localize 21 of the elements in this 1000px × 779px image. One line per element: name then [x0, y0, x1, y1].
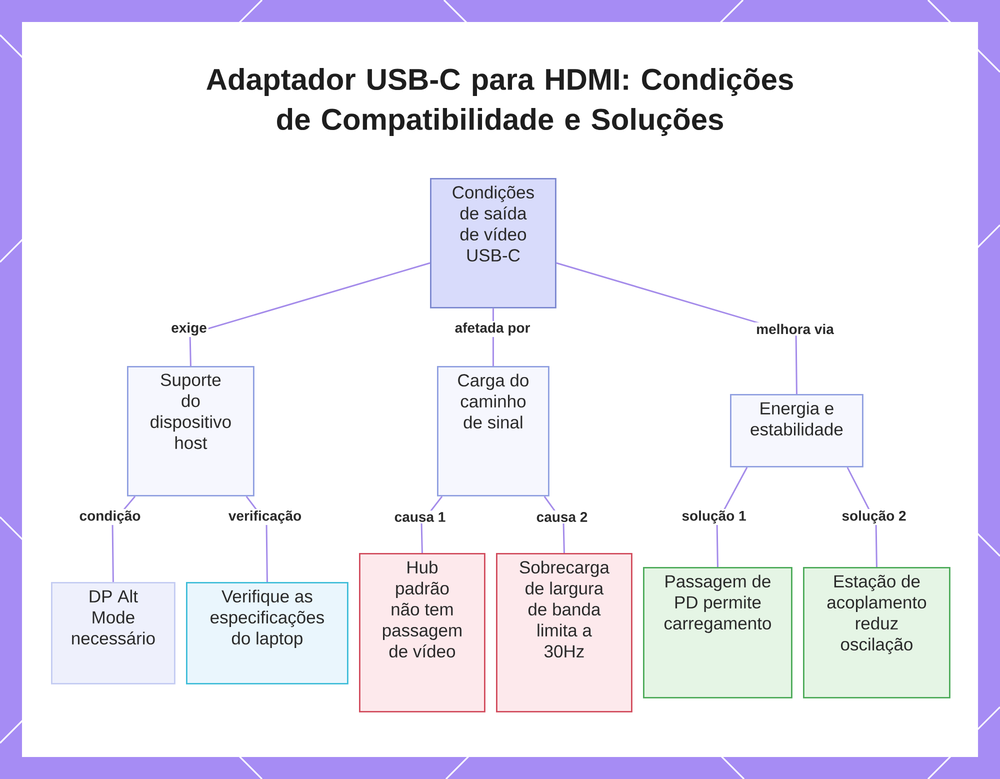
root-box: Condições de saída de vídeo USB-C [430, 178, 556, 308]
concept-box: Sobrecarga de largura de banda limita a 30Hz [496, 553, 632, 712]
concept-box: Carga do caminho de sinal [437, 366, 550, 496]
concept-box: DP Alt Mode necessário [51, 582, 176, 684]
concept-box: Passagem de PD permite carregamento [643, 567, 792, 698]
edge-label: causa 1 [392, 510, 448, 524]
edge-label: condição [78, 508, 142, 526]
edge-label: afetada por [453, 320, 532, 338]
edge-label: causa 2 [534, 510, 590, 524]
edge-label: solução 2 [840, 508, 908, 526]
concept-box: Verifique as especificações do laptop [186, 582, 348, 684]
concept-box: Estação de acoplamento reduz oscilação [803, 567, 950, 698]
title: Adaptador USB-C para HDMI: Condições de Compatibilidade e Soluções [206, 68, 793, 136]
edge-label: melhora via [754, 322, 836, 336]
concept-box: Hub padrão não tem passagem de vídeo [359, 553, 486, 712]
edge-label: solução 1 [680, 508, 748, 526]
edge-label: exige [170, 320, 208, 338]
concept-box: Energia e estabilidade [730, 394, 864, 468]
concept-box: Suporte do dispositivo host [127, 366, 254, 496]
connector-line [189, 262, 430, 366]
edge-label: verificação [226, 508, 304, 526]
